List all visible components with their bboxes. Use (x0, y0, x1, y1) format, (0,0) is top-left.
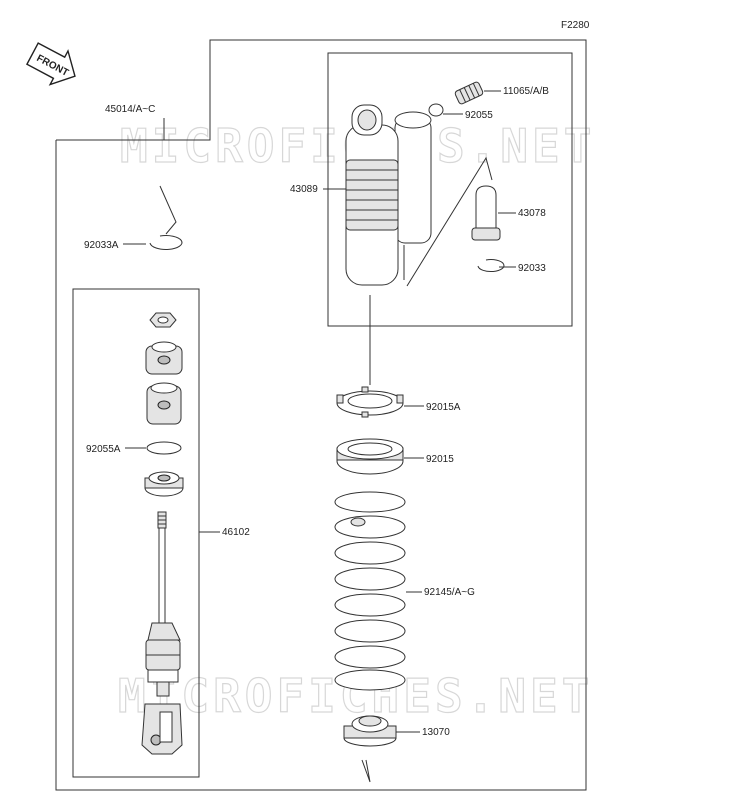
part-damper-upper (145, 341, 183, 375)
damper-rod-inset-box (72, 288, 200, 778)
part-92015A-collar (336, 386, 404, 418)
part-92015-collar (336, 438, 404, 475)
part-92055A-o-ring (146, 441, 182, 455)
label-43089: 43089 (290, 184, 318, 195)
label-45014: 45014/A~C (105, 104, 155, 115)
part-nut (149, 312, 177, 328)
label-13070: 13070 (422, 727, 450, 738)
front-arrow-icon: FRONT (25, 42, 76, 86)
label-92033A: 92033A (84, 240, 119, 251)
assembly-line-bottom (361, 759, 371, 783)
assembly-line-reservoir (406, 156, 493, 287)
label-43078: 43078 (518, 208, 546, 219)
part-13070-spring-seat (343, 715, 397, 747)
label-92145: 92145/A~G (424, 587, 475, 598)
part-92145-spring (334, 491, 406, 691)
label-92015: 92015 (426, 454, 454, 465)
label-92015A: 92015A (426, 402, 461, 413)
part-damper-lower (146, 382, 182, 425)
label-92033: 92033 (518, 263, 546, 274)
part-92033A-circlip (149, 234, 183, 250)
diagram-code: F2280 (561, 20, 590, 31)
part-92055-o-ring (428, 103, 444, 117)
part-46102-damper-rod (141, 511, 183, 755)
label-46102: 46102 (222, 527, 250, 538)
label-92055A: 92055A (86, 444, 121, 455)
part-11065-valve (454, 81, 484, 105)
part-43078-bladder (471, 185, 501, 241)
part-92033-circlip (477, 259, 505, 273)
part-bumper (144, 471, 184, 497)
label-11065: 11065/A/B (503, 86, 549, 97)
label-92055: 92055 (465, 110, 493, 121)
assembly-line-92033A (159, 185, 177, 235)
assembly-frame (55, 39, 587, 791)
part-43089-reservoir (345, 104, 432, 286)
